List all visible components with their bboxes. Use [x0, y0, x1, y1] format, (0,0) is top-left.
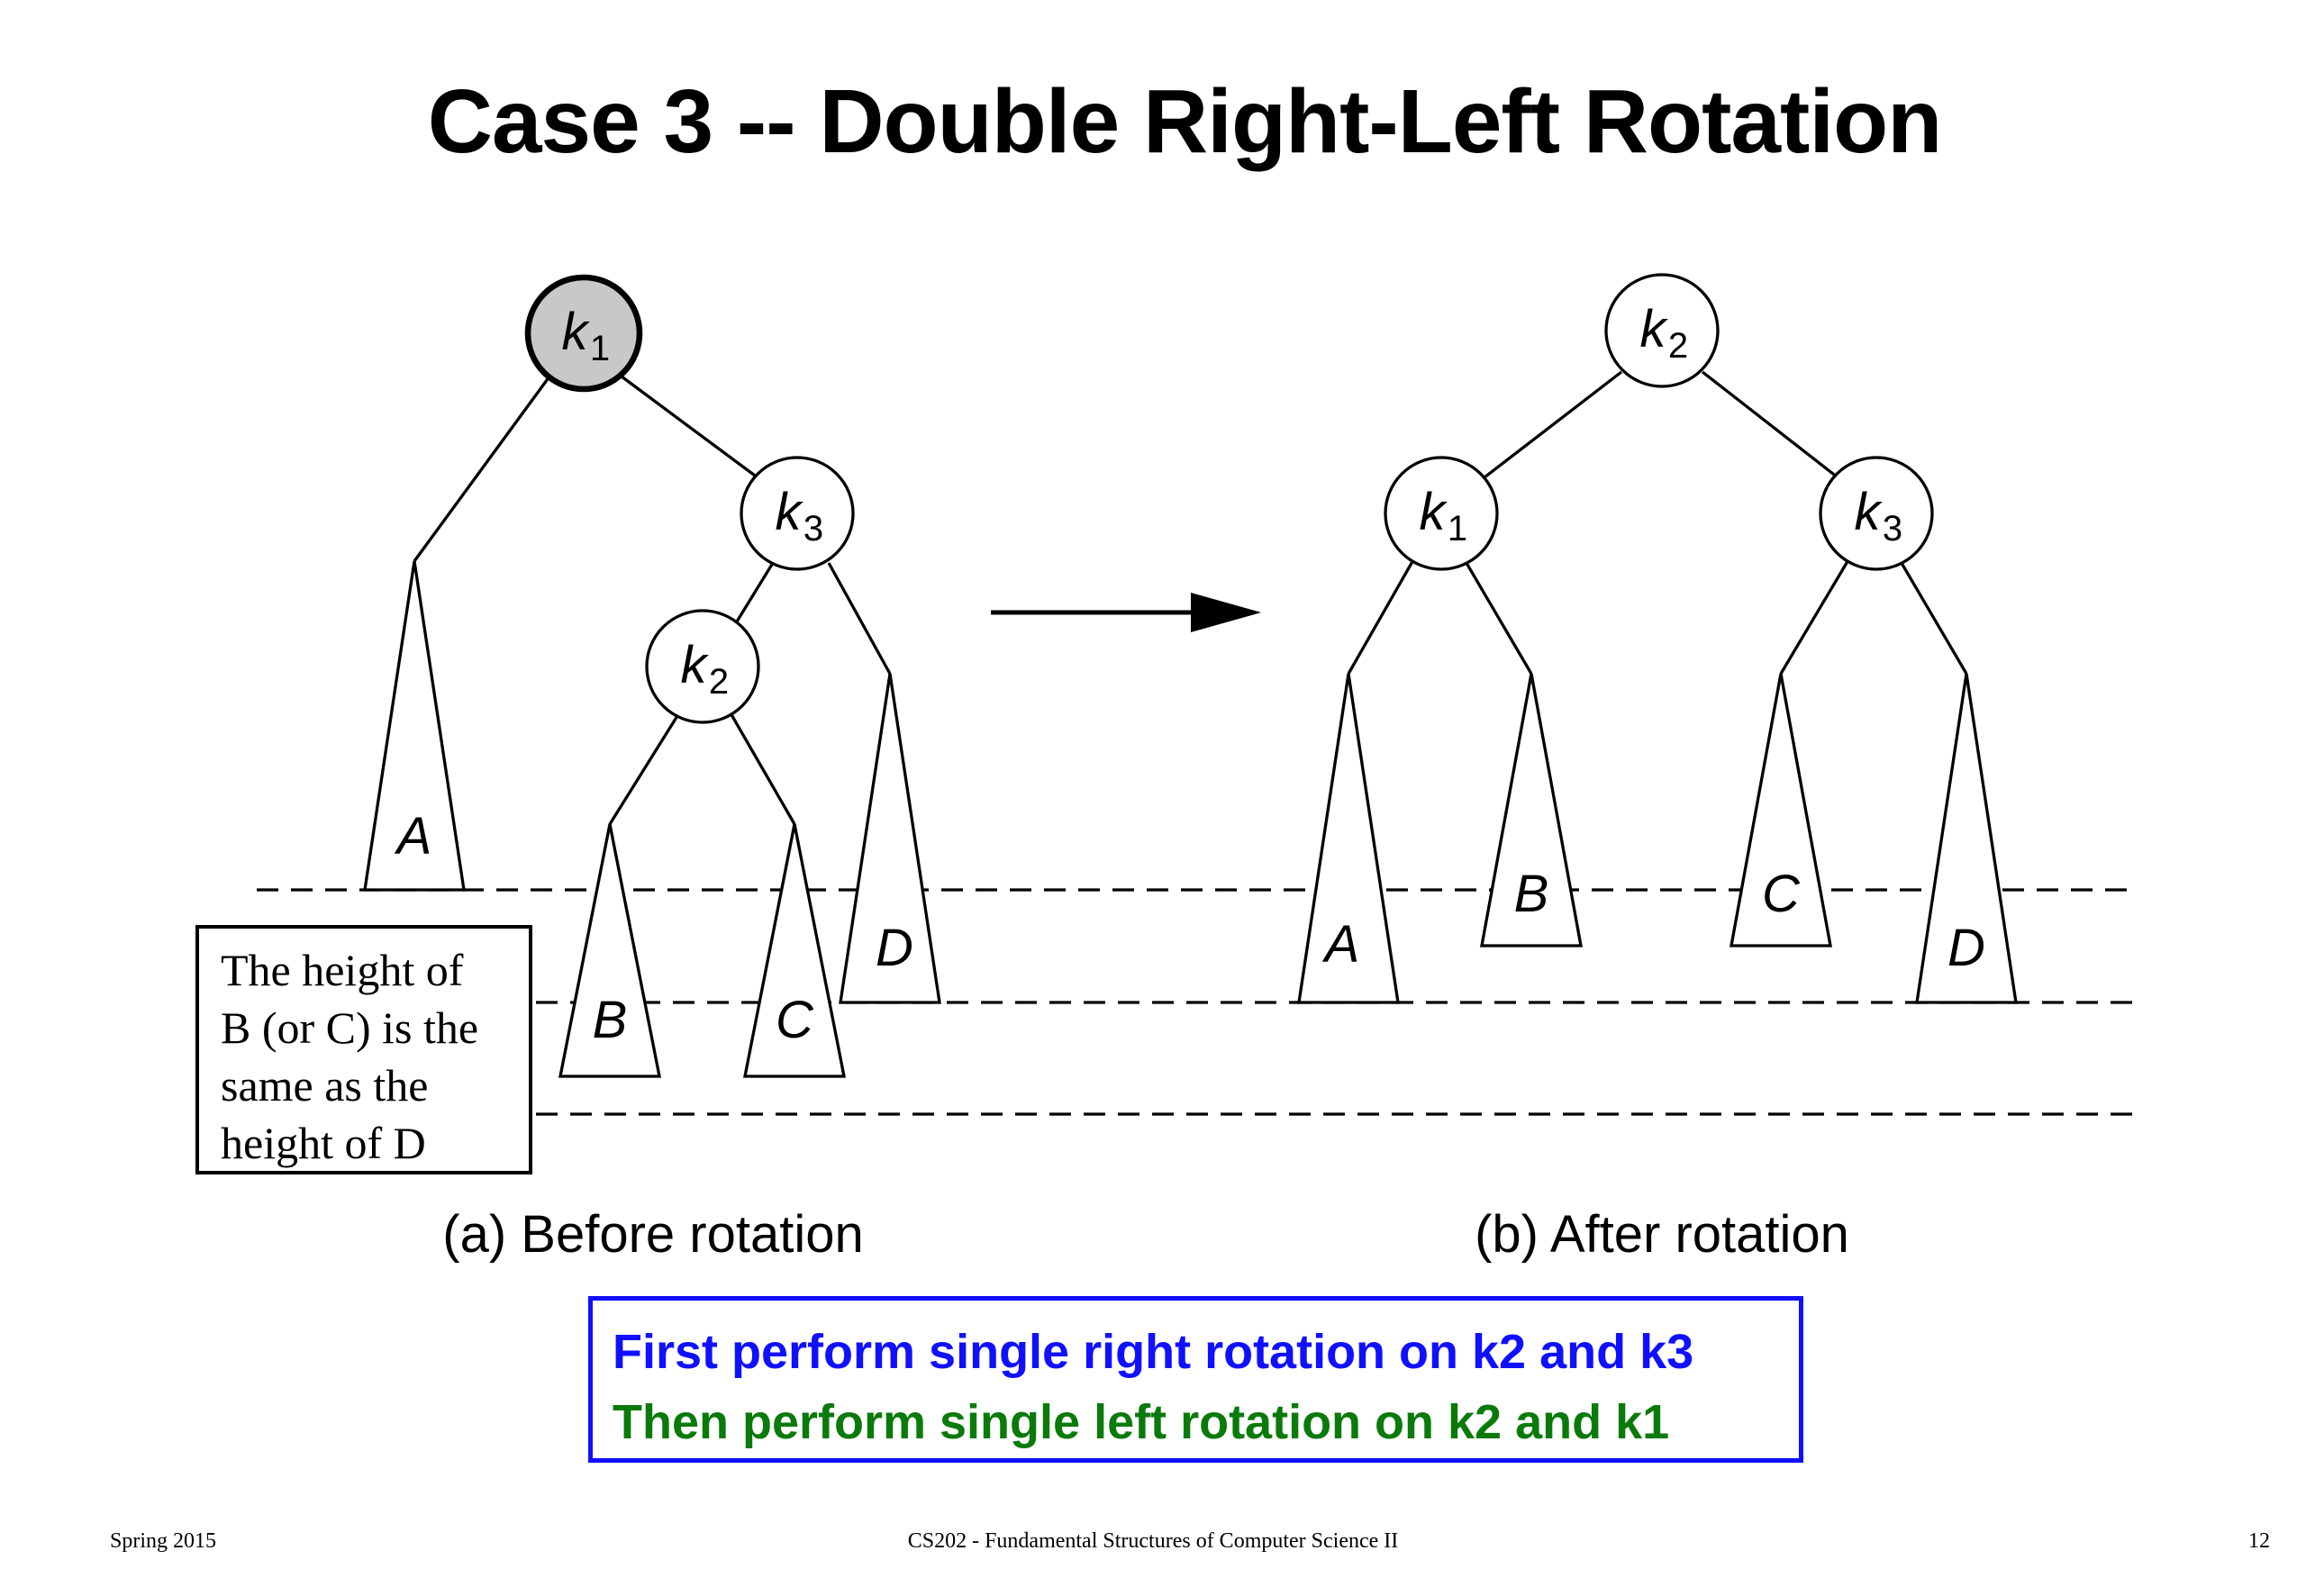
node-k3-after-letter: k [1855, 483, 1884, 541]
edge-k1-b-after [1462, 558, 1533, 675]
edge-k1-a [413, 376, 551, 562]
subtree-label-c-before: C [776, 991, 814, 1049]
rotation-steps-box: First perform single right rotation on k… [588, 1296, 1803, 1463]
rotation-arrow [991, 593, 1261, 632]
footer-course: CS202 - Fundamental Structures of Comput… [907, 1529, 1399, 1553]
node-k2-after-letter: k [1640, 300, 1669, 358]
subtree-label-d-after: D [1947, 919, 1985, 977]
note-line-2: B (or C) is the [221, 1002, 479, 1053]
subtree-label-b-before: B [593, 991, 628, 1049]
note-line-1: The height of [221, 945, 464, 995]
subtree-b-after [1480, 673, 1583, 948]
node-k1-before-letter: k [562, 303, 591, 361]
caption-after: (b) After rotation [1475, 1205, 1849, 1264]
node-k1-after: k 1 [1384, 456, 1499, 571]
node-k2-after-sub: 2 [1668, 326, 1688, 366]
subtree-a-after [1297, 673, 1400, 1004]
subtree-d-before [839, 673, 941, 1004]
subtree-label-a-before: A [395, 807, 432, 866]
node-k1-after-sub: 1 [1448, 509, 1467, 549]
edge-k2-b [608, 711, 682, 825]
node-k2-before: k 2 [645, 609, 760, 724]
node-k2-after: k 2 [1604, 273, 1720, 388]
node-k2-before-sub: 2 [709, 662, 729, 702]
node-k3-before-letter: k [776, 483, 804, 541]
edge-k3-d-after [1897, 558, 1968, 675]
subtree-c-after [1730, 673, 1832, 948]
node-k3-before-sub: 3 [803, 509, 823, 549]
edge-k2-k1-after [1483, 370, 1623, 479]
subtree-label-d-before: D [876, 919, 913, 977]
edge-k1-a-after [1347, 558, 1416, 675]
subtree-label-b-after: B [1514, 865, 1549, 923]
node-k2-before-letter: k [681, 636, 710, 694]
subtree-label-c-after: C [1762, 865, 1801, 923]
subtree-a-before [363, 560, 466, 892]
subtree-c-before [742, 823, 847, 1078]
node-k1-after-letter: k [1420, 483, 1448, 541]
step-2-text: Then perform single left rotation on k2 … [613, 1395, 1670, 1449]
note-line-4: height of D [221, 1118, 426, 1168]
before-tree: A B C D k 1 k 3 k 2 [363, 274, 941, 1078]
edge-k3-d [827, 562, 892, 675]
subtree-b-before [558, 823, 662, 1078]
node-k3-after: k 3 [1819, 456, 1934, 571]
footer-page-number: 12 [2248, 1529, 2270, 1553]
subtree-label-a-after: A [1322, 915, 1360, 974]
node-k1-before: k 1 [524, 274, 643, 393]
step-1-text: First perform single right rotation on k… [613, 1325, 1694, 1379]
height-note-box: The height of B (or C) is the same as th… [195, 925, 532, 1174]
edge-k2-k3-after [1701, 370, 1839, 479]
edge-k3-c-after [1779, 558, 1851, 675]
edge-k2-c [728, 711, 796, 825]
node-k3-before: k 3 [740, 456, 855, 571]
after-tree: A B C D k 2 k 1 k 3 [1297, 273, 2018, 1004]
subtree-d-after [1915, 673, 2018, 1004]
note-line-3: same as the [221, 1060, 429, 1111]
caption-before: (a) Before rotation [442, 1205, 863, 1264]
edge-k1-k3 [621, 375, 756, 477]
node-k3-after-sub: 3 [1883, 509, 1902, 549]
edge-k3-k2 [732, 562, 775, 627]
node-k1-before-sub: 1 [590, 329, 610, 368]
footer-term: Spring 2015 [110, 1529, 217, 1553]
slide-title: Case 3 -- Double Right-Left Rotation [427, 71, 1943, 172]
